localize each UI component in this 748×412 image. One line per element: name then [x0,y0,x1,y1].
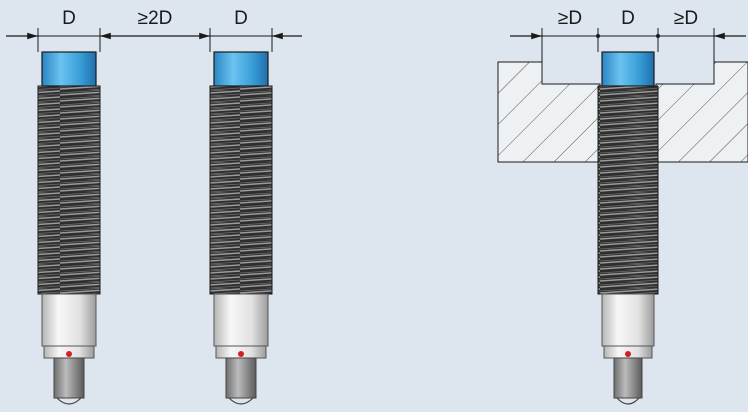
sensor-left-cable-end [56,397,82,405]
sensor-left-thread [37,85,101,295]
sensor-middle-face [213,51,269,87]
sensor-left [37,51,101,405]
dim-tick [596,34,600,38]
sensor-flush-face [601,51,655,87]
label-left-sensor-width: D [62,8,76,29]
sensor-middle-led [238,351,244,357]
mounting-plate [497,61,748,163]
sensor-left-face [41,51,97,87]
sensor-flush-body [601,293,655,347]
sensor-left-cable [53,357,85,399]
label-middle-sensor-width: D [234,8,248,29]
label-flush-right-clearance: ≥D [674,8,698,29]
label-between-sensors: ≥2D [138,8,173,29]
sensor-left-body [41,293,97,347]
sensor-middle [209,51,273,405]
dimensions-right-group: ≥D D ≥D [510,8,746,62]
mounting-plate-section [655,61,748,163]
dimensions-left-group: D ≥2D D [6,8,302,52]
label-flush-left-clearance: ≥D [558,8,582,29]
sensor-flush [597,51,659,405]
dim-tick [656,34,660,38]
sensor-flush-cable-end [616,397,640,405]
sensor-middle-cable-end [228,397,254,405]
sensor-middle-body [213,293,269,347]
sensor-flush-cable [613,357,643,399]
sensor-middle-thread [209,85,273,295]
sensor-left-led [66,351,72,357]
sensor-flush-led [625,351,631,357]
mounting-plate-section [497,61,601,163]
sensor-middle-cable [225,357,257,399]
sensor-flush-thread [597,85,659,295]
label-flush-sensor-width: D [621,8,635,29]
